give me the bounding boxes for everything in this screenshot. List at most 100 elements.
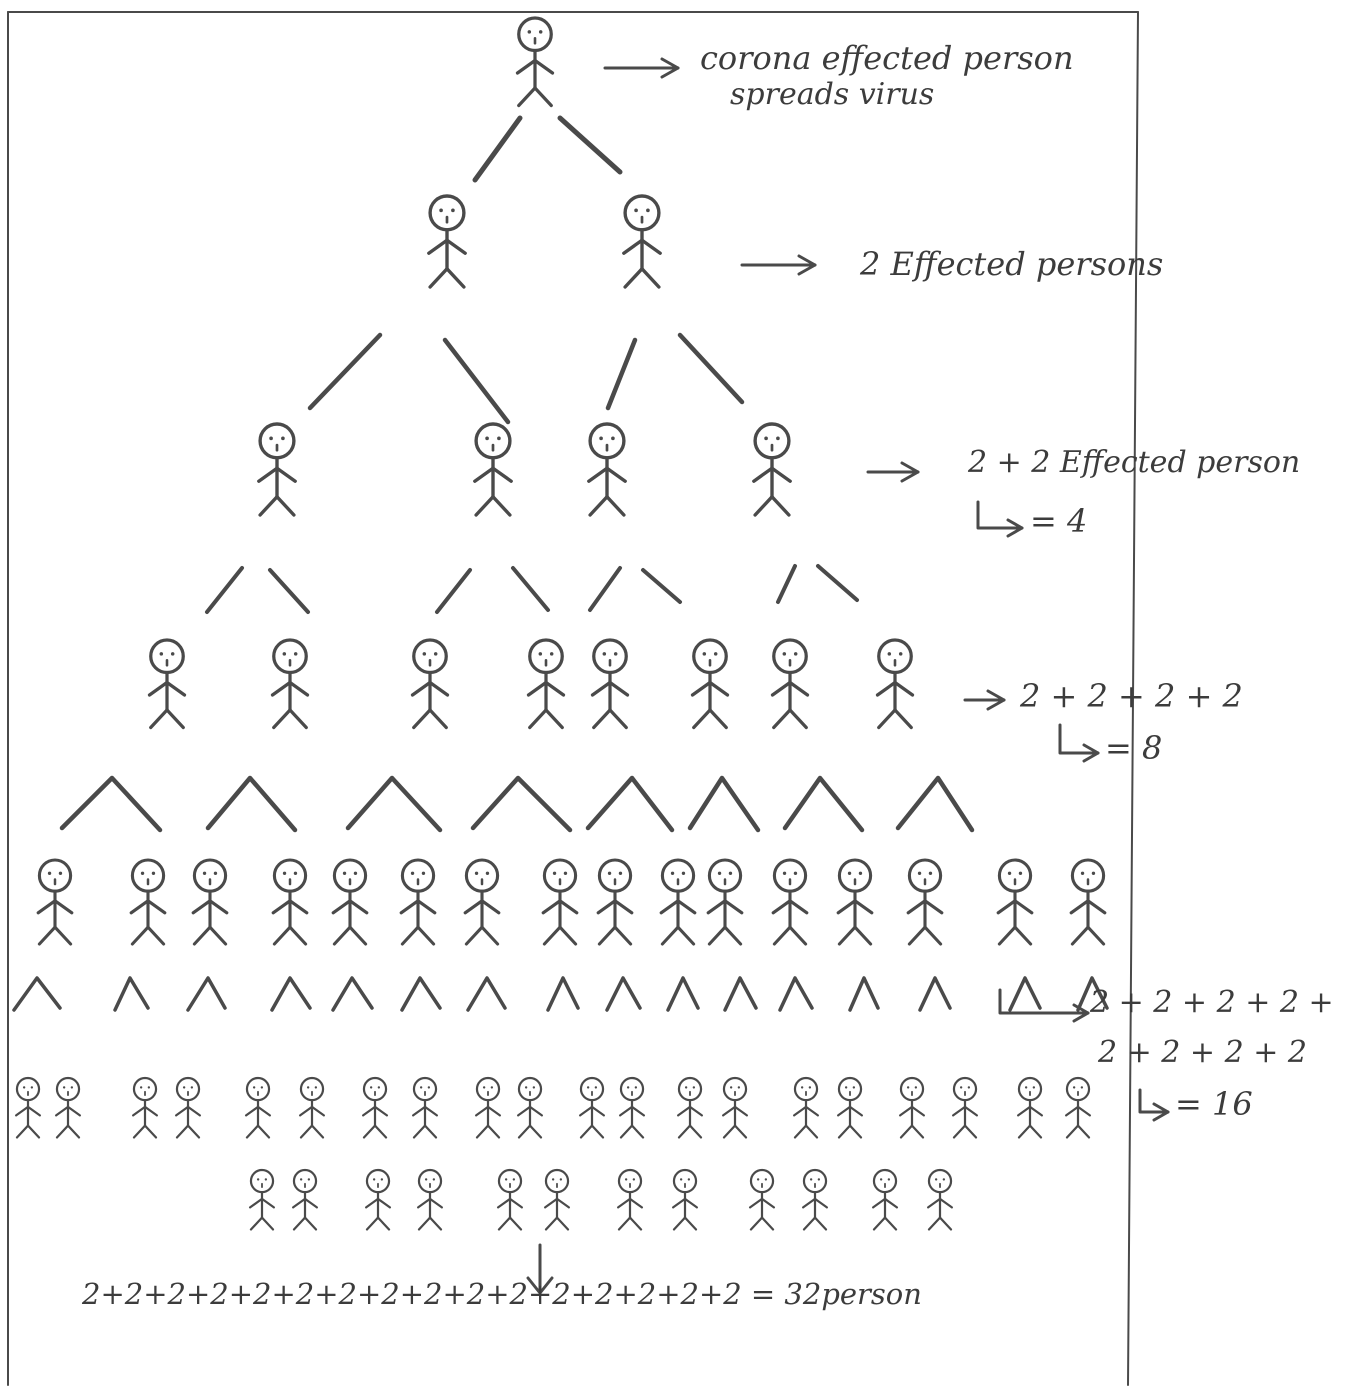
person-level6 [676, 1076, 704, 1139]
spread-line [472, 115, 523, 183]
spread-chevron [848, 976, 880, 1012]
arrow-icon [866, 461, 920, 483]
spread-chevron [918, 976, 952, 1012]
spread-chevron [59, 775, 163, 833]
person-level5 [1069, 858, 1107, 946]
label-level5-line2: 2 + 2 + 2 + 2 [1098, 1035, 1307, 1070]
person-level5 [836, 858, 874, 946]
person-level3 [257, 422, 297, 517]
person-level6 [54, 1076, 82, 1139]
spread-chevron [205, 775, 298, 833]
person-level6 [801, 1168, 829, 1231]
person-level5 [463, 858, 501, 946]
spread-line [205, 566, 244, 614]
page-frame-right [1127, 11, 1139, 1386]
spread-chevron [585, 775, 675, 833]
spread-line [605, 337, 638, 411]
spread-line [641, 568, 682, 604]
person-level4 [147, 638, 187, 730]
person-level6 [1064, 1076, 1092, 1139]
person-level6 [871, 1168, 899, 1231]
person-level5 [36, 858, 74, 946]
arrow-icon [963, 689, 1006, 711]
arrow-icon [603, 57, 680, 79]
person-level6 [1016, 1076, 1044, 1139]
spread-line [588, 566, 622, 612]
person-level6 [244, 1076, 272, 1139]
spread-chevron [687, 775, 761, 833]
arrow-icon [740, 254, 817, 276]
spread-chevron [345, 775, 443, 833]
label-level4-line1: 2 + 2 + 2 + 2 [1020, 677, 1243, 715]
person-level4 [590, 638, 630, 730]
person-level5 [659, 858, 697, 946]
corner-arrow-icon [1138, 1088, 1170, 1122]
person-level5 [906, 858, 944, 946]
person-level6 [496, 1168, 524, 1231]
label-level1-line2: spreads virus [730, 77, 935, 112]
label-bottom-sum: 2+2+2+2+2+2+2+2+2+2+2+2+2+2+2+2 = 32pers… [82, 1277, 922, 1311]
person-level5 [129, 858, 167, 946]
person-level4 [410, 638, 450, 730]
spread-chevron [470, 775, 573, 833]
spread-lines-layer [12, 115, 1109, 1012]
person-level6 [618, 1076, 646, 1139]
spread-chevron [400, 976, 442, 1012]
person-level6 [671, 1168, 699, 1231]
spread-line [435, 568, 472, 614]
spread-line [677, 332, 745, 405]
arrow-layer [526, 57, 1170, 1295]
person-level2 [427, 194, 467, 289]
person-level4 [770, 638, 810, 730]
spread-line [776, 564, 797, 604]
person-level4 [526, 638, 566, 730]
person-level6 [792, 1076, 820, 1139]
spread-chevron [12, 976, 62, 1012]
label-level5-line3: = 16 [1175, 1085, 1253, 1123]
person-level6 [474, 1076, 502, 1139]
person-level5 [541, 858, 579, 946]
spread-line [268, 568, 310, 614]
spread-chevron [1076, 976, 1109, 1012]
spread-line [307, 332, 383, 411]
person-level6 [951, 1076, 979, 1139]
spread-chevron [546, 976, 580, 1012]
person-level6 [298, 1076, 326, 1139]
person-level6 [14, 1076, 42, 1139]
person-level6 [926, 1168, 954, 1231]
person-level6 [364, 1168, 392, 1231]
label-level1-line1: corona effected person [700, 39, 1074, 77]
spread-chevron [113, 976, 150, 1012]
person-level6 [721, 1076, 749, 1139]
person-level5 [271, 858, 309, 946]
person-level6 [578, 1076, 606, 1139]
person-level6 [836, 1076, 864, 1139]
person-level3 [587, 422, 627, 517]
corner-arrow-icon [998, 988, 1090, 1023]
person-level4 [270, 638, 310, 730]
person-level6 [411, 1076, 439, 1139]
person-level6 [543, 1168, 571, 1231]
label-level2: 2 Effected persons [860, 245, 1164, 283]
spread-chevron [782, 775, 865, 833]
spread-chevron [666, 976, 700, 1012]
spread-line [511, 566, 550, 612]
spread-chevron [186, 976, 227, 1012]
label-level4-line2: = 8 [1105, 729, 1163, 767]
person-level5 [596, 858, 634, 946]
person-level6 [898, 1076, 926, 1139]
spread-chevron [895, 775, 975, 833]
spread-chevron [466, 976, 507, 1012]
corner-arrow-icon [1058, 723, 1100, 763]
spread-chevron [331, 976, 374, 1012]
person-level5 [771, 858, 809, 946]
person-level5 [331, 858, 369, 946]
spread-chevron [605, 976, 642, 1012]
spread-chevron [270, 976, 312, 1012]
label-level5-line1: 2 + 2 + 2 + 2 + [1090, 985, 1334, 1020]
person-level5 [706, 858, 744, 946]
label-level3-line2: = 4 [1030, 502, 1088, 540]
person-level6 [416, 1168, 444, 1231]
person-level3 [473, 422, 513, 517]
